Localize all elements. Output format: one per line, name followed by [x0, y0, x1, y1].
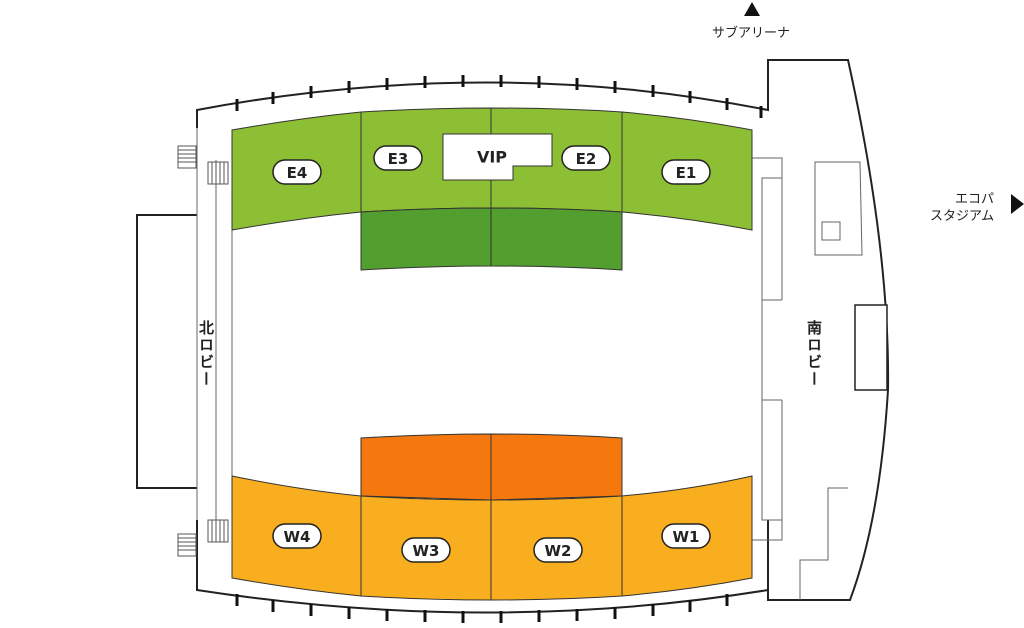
south-partitions — [762, 178, 783, 520]
section-w3-lower[interactable] — [360, 433, 492, 501]
section-e2-lower[interactable] — [490, 207, 623, 271]
section-e3-lower[interactable] — [360, 207, 492, 271]
section-badge-w4[interactable] — [272, 523, 322, 549]
section-label-e4: E4 — [287, 164, 308, 182]
section-label-w4: W4 — [284, 528, 311, 546]
sub-arena-label[interactable]: サブアリーナ — [712, 26, 791, 41]
south-gate — [854, 304, 888, 391]
section-label-e3: E3 — [388, 150, 409, 168]
vip-box[interactable] — [442, 133, 553, 181]
north-lobby-outline — [136, 214, 197, 489]
outer-wall-top — [196, 59, 890, 601]
section-label-w2: W2 — [545, 542, 572, 560]
vip-label: VIP — [477, 148, 507, 167]
up-arrow-icon — [744, 2, 760, 16]
section-badge-e2[interactable] — [561, 145, 611, 171]
section-badge-e4[interactable] — [272, 159, 322, 185]
south-corridor — [752, 157, 783, 541]
section-label-w3: W3 — [413, 542, 440, 560]
section-label-w1: W1 — [673, 528, 700, 546]
ecopa-label-2[interactable]: スタジアム — [930, 209, 995, 224]
right-arrow-icon — [1011, 194, 1024, 214]
section-label-e2: E2 — [576, 150, 597, 168]
wall-ticks — [235, 75, 763, 623]
south-lower-room — [799, 487, 848, 600]
section-badge-e3[interactable] — [373, 145, 423, 171]
ecopa-label-1[interactable]: エコパ — [955, 192, 995, 207]
section-badge-w3[interactable] — [401, 537, 451, 563]
section-badge-w2[interactable] — [533, 537, 583, 563]
stairs-icon — [177, 145, 229, 557]
section-label-e1: E1 — [676, 164, 697, 182]
south-room — [814, 161, 863, 256]
north-lobby-label: 北ロビー — [197, 320, 215, 388]
section-badge-e1[interactable] — [661, 159, 711, 185]
section-w2-lower[interactable] — [490, 433, 623, 501]
section-badge-w1[interactable] — [661, 523, 711, 549]
south-lobby-label: 南ロビー — [805, 320, 823, 388]
outer-wall-bottom — [196, 520, 769, 614]
